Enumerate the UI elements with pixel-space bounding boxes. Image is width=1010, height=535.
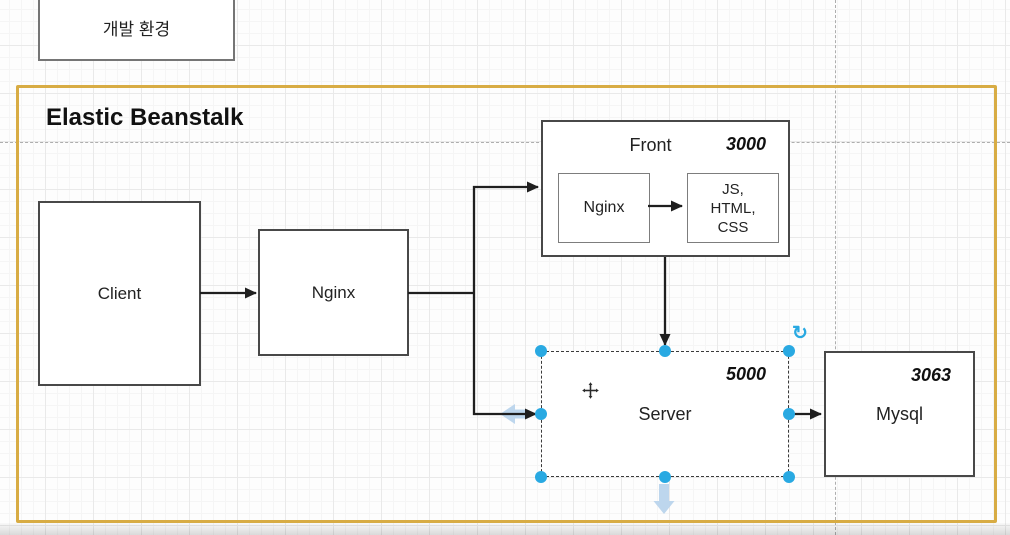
node-front[interactable]: Front 3000 Nginx JS, HTML, CSS [541, 120, 790, 257]
selection-handle-s[interactable] [659, 471, 671, 483]
selection-handle-n[interactable] [659, 345, 671, 357]
assets-line-2: HTML, [710, 199, 756, 217]
node-server-port: 5000 [725, 364, 766, 384]
node-front-inner-nginx[interactable]: Nginx [558, 173, 650, 243]
dev-environment-label: 개발 환경 [102, 19, 171, 39]
node-server-label: Server [638, 403, 692, 424]
page-boundary-vertical [835, 0, 836, 535]
selection-handle-nw[interactable] [535, 345, 547, 357]
node-mysql-label: Mysql [875, 403, 923, 424]
selection-handle-w[interactable] [535, 408, 547, 420]
container-title: Elastic Beanstalk [46, 104, 244, 131]
bottom-vignette [0, 523, 1010, 535]
rotate-handle-icon[interactable]: ↻ [792, 323, 808, 344]
node-mysql[interactable]: Mysql 3063 [824, 351, 975, 477]
selection-handle-e[interactable] [783, 408, 795, 420]
node-client-label: Client [97, 283, 142, 303]
assets-line-1: JS, [722, 180, 744, 198]
node-front-assets[interactable]: JS, HTML, CSS [687, 173, 779, 243]
node-mysql-port: 3063 [910, 365, 951, 385]
node-front-inner-nginx-label: Nginx [583, 199, 625, 216]
selection-handle-sw[interactable] [535, 471, 547, 483]
elastic-beanstalk-container[interactable]: Elastic Beanstalk [16, 85, 997, 523]
node-front-label: Front [629, 135, 672, 155]
node-nginx[interactable]: Nginx [258, 229, 409, 356]
selection-handle-ne[interactable] [783, 345, 795, 357]
node-server-selected[interactable]: Server 5000 [541, 351, 789, 477]
page-boundary-horizontal [0, 142, 1010, 143]
move-cursor-icon [582, 382, 599, 399]
selection-handle-se[interactable] [783, 471, 795, 483]
assets-line-3: CSS [717, 218, 749, 236]
node-nginx-label: Nginx [311, 282, 356, 302]
node-client[interactable]: Client [38, 201, 201, 386]
node-front-port: 3000 [725, 134, 766, 154]
dev-environment-box[interactable]: 개발 환경 [38, 0, 235, 61]
